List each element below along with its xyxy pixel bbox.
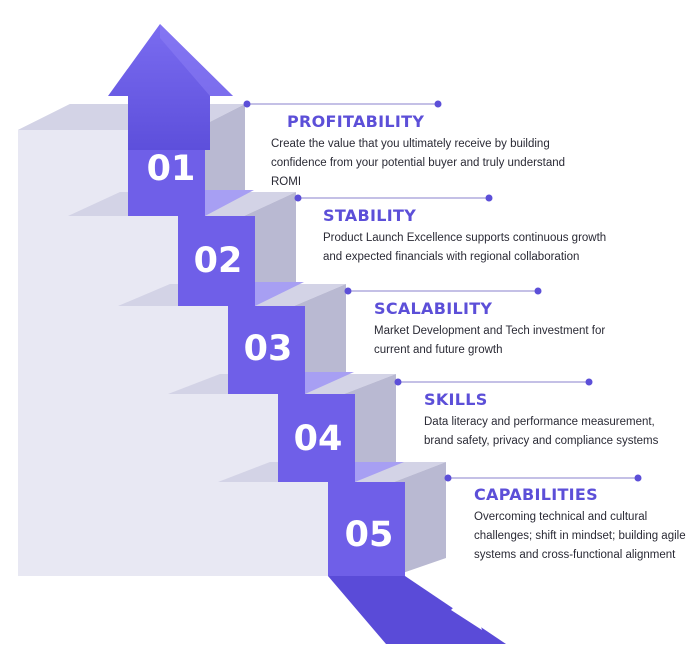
connector-2: [294, 194, 493, 202]
step-description-2: Product Launch Excellence supports conti…: [323, 232, 607, 263]
connector-1: [243, 100, 442, 108]
step-description-5: Overcoming technical and cultural challe…: [474, 511, 686, 561]
step-title-4: SKILLS: [424, 390, 488, 409]
step-text-5: CAPABILITIES Overcoming technical and cu…: [474, 485, 696, 565]
step-4: [18, 374, 396, 482]
connector-3: [344, 287, 542, 295]
connector-5: [444, 474, 642, 482]
step-title-1: PROFITABILITY: [287, 112, 425, 131]
step-3: [18, 284, 346, 394]
step-title-2: STABILITY: [323, 206, 417, 225]
step-text-3: SCALABILITY Market Development and Tech …: [374, 299, 664, 360]
arrow-up-icon: [108, 24, 233, 150]
step-number-2: 02: [194, 241, 243, 281]
step-description-1: Create the value that you ultimately rec…: [271, 138, 566, 188]
step-title-5: CAPABILITIES: [474, 485, 598, 504]
step-number-5: 05: [345, 515, 394, 555]
step-text-1: PROFITABILITY Create the value that you …: [271, 112, 586, 192]
step-text-4: SKILLS Data literacy and performance mea…: [424, 390, 672, 451]
ground-arrow-icon: [451, 583, 524, 630]
step-number-3: 03: [244, 329, 293, 369]
connector-4: [394, 378, 593, 386]
step-number-1: 01: [147, 149, 196, 189]
step-number-4: 04: [294, 419, 343, 459]
step-description-4: Data literacy and performance measuremen…: [424, 416, 659, 447]
step-title-3: SCALABILITY: [374, 299, 493, 318]
step-text-2: STABILITY Product Launch Excellence supp…: [323, 206, 608, 267]
stair-path: [128, 130, 506, 644]
step-description-3: Market Development and Tech investment f…: [374, 325, 606, 356]
